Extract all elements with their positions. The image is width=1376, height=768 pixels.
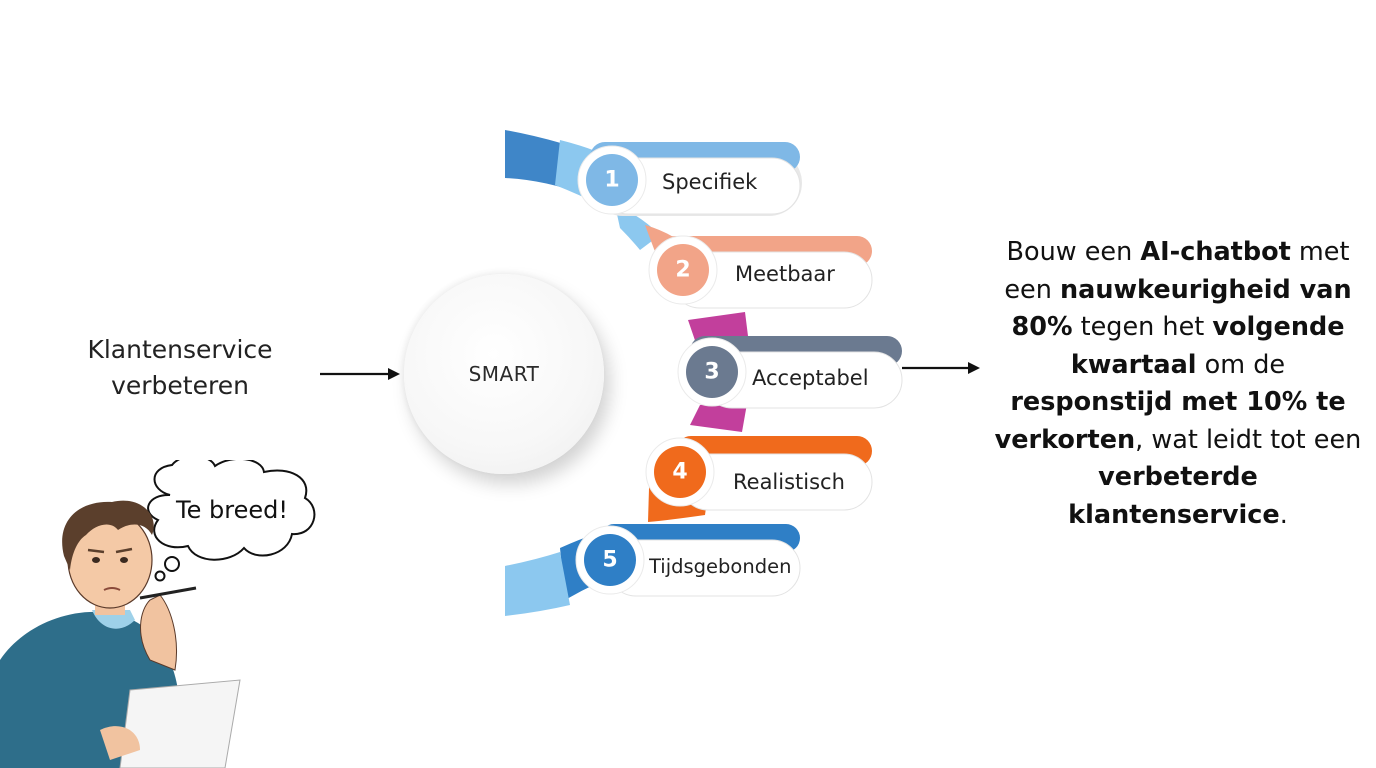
- step-3-number: 3: [704, 360, 719, 385]
- goal-text-segment: tegen het: [1072, 312, 1213, 342]
- step-2-badge: [657, 244, 709, 296]
- step-3-badge: [686, 346, 738, 398]
- arc-segment-bottom-lightblue: [505, 552, 570, 616]
- step-1-number: 1: [604, 168, 619, 193]
- thought-bubble-text: Te breed!: [175, 496, 288, 524]
- goal-text-segment: , wat leidt tot een: [1135, 424, 1362, 455]
- smart-label: SMART: [468, 362, 540, 386]
- step-2-label: Meetbaar: [735, 262, 835, 286]
- smart-steps-diagram: 1 Specifiek 2 Meetbaar 3 Acceptabel 4 R: [505, 130, 903, 616]
- step-1-badge: [586, 154, 638, 206]
- smart-circle: SMART: [404, 274, 604, 474]
- output-arrow: [902, 362, 980, 374]
- step-2-number: 2: [675, 258, 690, 283]
- step-3-label: Acceptabel: [752, 366, 869, 390]
- step-2: 2 Meetbaar: [648, 235, 873, 309]
- arc-segment-lightblue-2: [615, 205, 660, 250]
- goal-text-bold-segment: responstijd met 10% te verkorten: [994, 387, 1346, 455]
- input-goal-text: Klantenservice verbeteren: [87, 335, 273, 400]
- step-1-label: Specifiek: [662, 170, 758, 194]
- goal-text-segment: om de: [1196, 349, 1286, 380]
- goal-text-segment: met een: [1004, 237, 1350, 305]
- step-5-number: 5: [602, 548, 617, 573]
- input-arrow: [320, 368, 400, 380]
- goal-text-segment: Bouw een: [1006, 237, 1141, 267]
- smart-goal-text: Bouw een AI-chatbot met een nauwkeurighe…: [992, 234, 1364, 534]
- step-4-number: 4: [672, 460, 687, 485]
- goal-text-bold-segment: nauwkeurigheid van 80%: [1011, 274, 1352, 343]
- step-5-label: Tijdsgebonden: [649, 555, 792, 578]
- step-5: 5 Tijdsgebonden: [575, 524, 801, 597]
- person: [0, 500, 241, 768]
- step-4-label: Realistisch: [733, 470, 845, 494]
- step-4-badge: [654, 446, 706, 498]
- step-3: 3 Acceptabel: [677, 336, 903, 409]
- step-1: 1 Specifiek: [577, 142, 802, 216]
- thinking-person-illustration: Te breed!: [0, 460, 316, 768]
- goal-text-bold-segment: verbeterde klantenservice: [1068, 462, 1280, 530]
- step-4: 4 Realistisch: [645, 436, 873, 511]
- goal-text-segment: .: [1279, 499, 1288, 530]
- thought-bubble: Te breed!: [147, 460, 316, 582]
- goal-text-bold-segment: AI-chatbot: [1140, 237, 1291, 267]
- goal-text-bold-segment: volgende kwartaal: [1070, 312, 1345, 380]
- step-5-badge: [584, 534, 636, 586]
